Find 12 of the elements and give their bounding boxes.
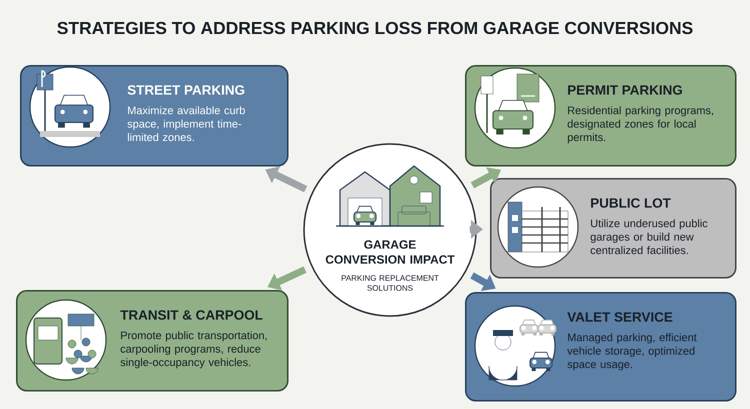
card-title: PERMIT PARKING bbox=[568, 85, 682, 95]
card-title: PUBLIC LOT bbox=[591, 198, 671, 208]
title: STRATEGIES TO ADDRESS PARKING LOSS FROM GARAGE CONVERSIONS bbox=[57, 22, 693, 34]
hub-title: GARAGE CONVERSION IMPACT bbox=[326, 240, 455, 264]
card-description: Maximize available curb space, implement time-limited zones. bbox=[128, 106, 245, 142]
card-description: Managed parking, efficient vehicle storage, optimized space usage. bbox=[567, 333, 697, 370]
card-description: Promote public transportation, carpooling programs, reduce single-occupancy vehicles. bbox=[120, 331, 267, 368]
card-title: STREET PARKING bbox=[128, 85, 244, 95]
card-description: Residential parking programs, designated zones for local permits. bbox=[568, 106, 713, 144]
card-description: Utilize underused public garages or build new centralized facilities. bbox=[590, 219, 708, 254]
card-title: TRANSIT & CARPOOL bbox=[120, 310, 262, 320]
card-title: VALET SERVICE bbox=[567, 312, 672, 322]
